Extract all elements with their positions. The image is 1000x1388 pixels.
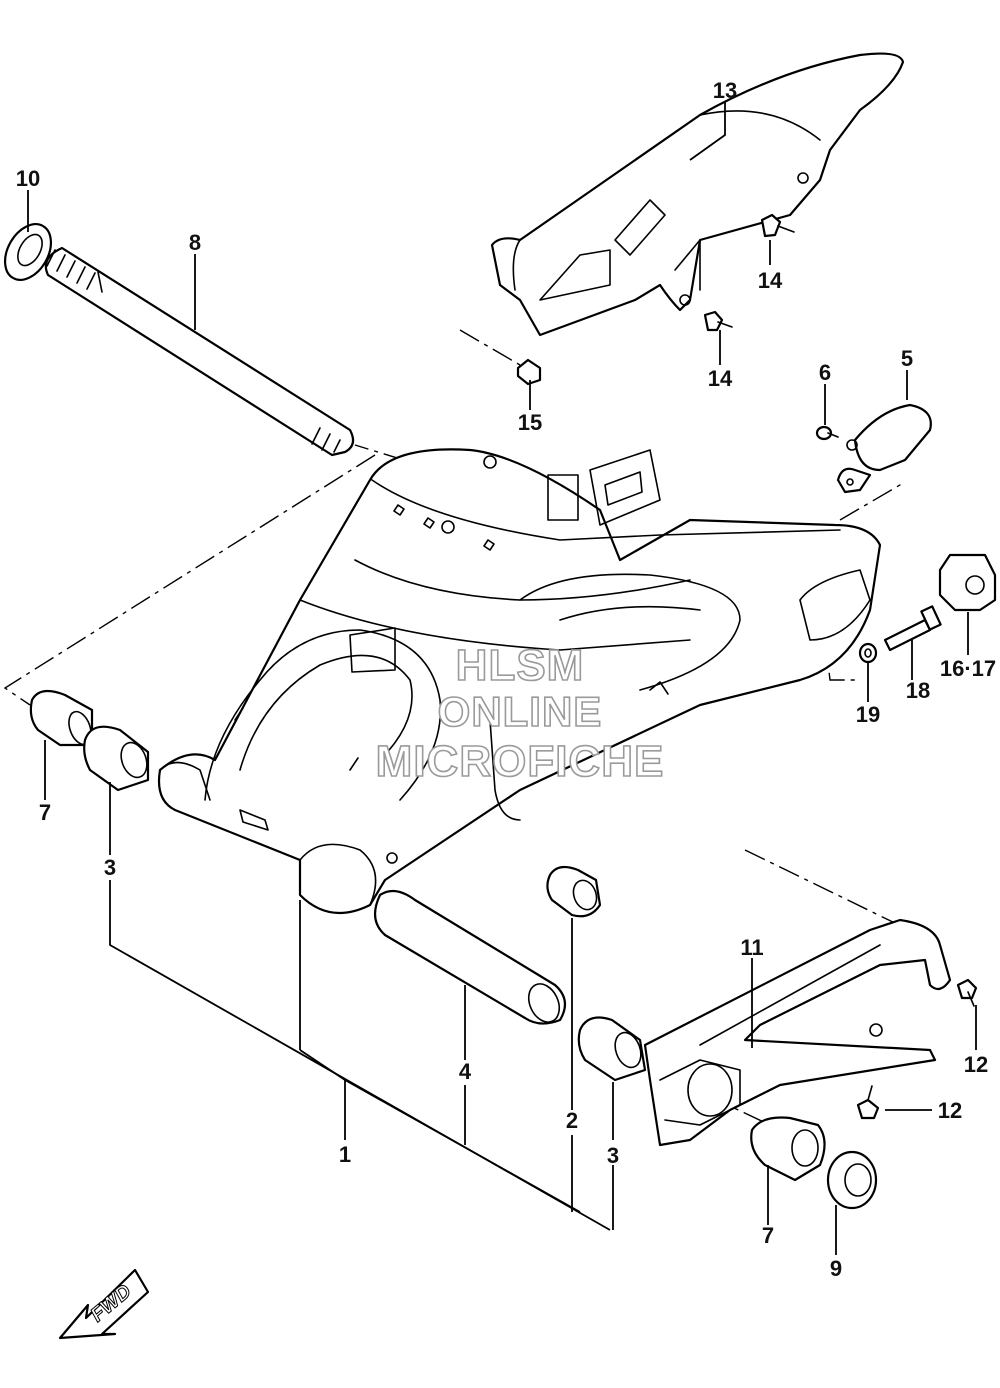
callout-11: 11 [740, 935, 763, 960]
callout-14-upper: 14 [758, 268, 783, 293]
callout-14-lower: 14 [708, 366, 733, 391]
fwd-arrow-icon: FWD [58, 1268, 150, 1340]
callout-10: 10 [16, 166, 40, 191]
bearing-left [83, 725, 150, 792]
callout-1: 1 [339, 1142, 351, 1167]
bolt-14-lower [703, 310, 733, 332]
guard-bracket [836, 403, 932, 494]
spacer-tube [373, 889, 567, 1025]
callout-13: 13 [713, 78, 737, 103]
callout-2: 2 [566, 1108, 578, 1133]
clip-15 [516, 358, 542, 386]
bolt-14-upper [760, 213, 795, 238]
callout-5: 5 [901, 346, 913, 371]
callout-3-right: 3 [607, 1143, 619, 1168]
axle-nut [826, 1150, 878, 1210]
callout-18: 18 [906, 678, 930, 703]
callout-16-17: 16·17 [940, 656, 996, 681]
watermark-line-3: MICROFICHE [376, 737, 665, 786]
watermark-line-1: HLSM [456, 641, 585, 690]
watermark-line-2: ONLINE [438, 688, 603, 735]
bolt-6 [815, 425, 839, 441]
callout-8: 8 [189, 230, 201, 255]
bolt-12-lower [856, 1085, 880, 1120]
callout-7-left: 7 [39, 800, 51, 825]
chain-buffer [643, 918, 952, 1147]
callout-4: 4 [459, 1059, 472, 1084]
callout-12-upper: 12 [964, 1052, 988, 1077]
callout-15: 15 [518, 410, 542, 435]
pivot-nut [3, 223, 53, 281]
watermark: HLSM ONLINE MICROFICHE [375, 640, 665, 787]
bolt-12-upper [956, 978, 978, 1007]
chain-guard [490, 52, 905, 337]
callout-12-lower: 12 [938, 1098, 962, 1123]
adjuster-block [938, 553, 997, 612]
leader-lines [27, 102, 977, 1255]
needle-bearing [546, 865, 602, 918]
bearing-right [577, 1016, 647, 1082]
callout-6: 6 [819, 360, 831, 385]
callout-labels: 1 2 3 3 4 5 6 7 7 8 9 10 11 12 12 13 14 … [16, 78, 996, 1281]
callout-3-left: 3 [104, 855, 116, 880]
pivot-shaft [44, 246, 355, 457]
callout-9: 9 [830, 1256, 842, 1281]
swingarm-body [157, 448, 882, 915]
callout-7-right: 7 [762, 1223, 774, 1248]
adjuster-bolt [883, 605, 942, 652]
collar-right [750, 1116, 826, 1182]
adjuster-washer [858, 642, 878, 664]
callout-19: 19 [856, 702, 880, 727]
